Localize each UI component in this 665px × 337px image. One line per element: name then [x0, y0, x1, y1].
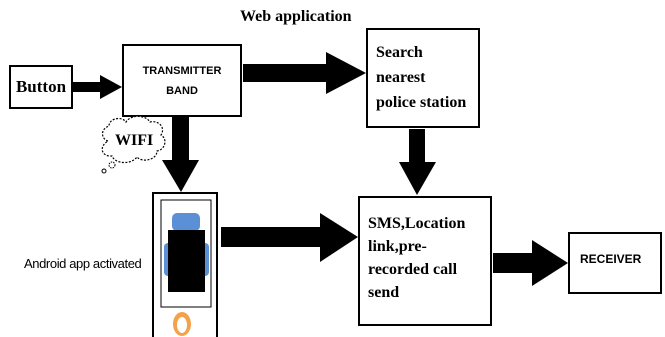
sms-location-call-node: SMS,Location link,pre- recorded call sen…: [358, 196, 492, 326]
cloud-icon: [101, 115, 166, 174]
arrow-down-icon: [399, 129, 436, 195]
arrow-down-icon: [162, 117, 199, 192]
phone-icon: [152, 192, 218, 337]
button-node-label: Button: [15, 77, 67, 96]
transmitter-band-node: TRANSMITTER BAND: [122, 44, 242, 117]
sms-line3: recorded call: [368, 261, 458, 278]
arrow-right-icon: [221, 213, 358, 262]
sms-line2: link,pre-: [368, 238, 427, 255]
button-node: Button: [9, 65, 73, 109]
receiver-label: RECEIVER: [580, 252, 642, 266]
web-application-label: Web application: [240, 8, 352, 25]
arrow-right-icon: [73, 75, 122, 99]
search-line3: police station: [376, 94, 467, 111]
receiver-node: RECEIVER: [568, 232, 662, 294]
wifi-label: WIFI: [115, 132, 154, 149]
transmitter-line1: TRANSMITTER: [142, 64, 222, 77]
search-line2: nearest: [376, 69, 426, 86]
search-police-station-node: Search nearest police station: [366, 28, 480, 128]
search-line1: Search: [376, 44, 423, 61]
arrow-right-icon: [493, 240, 568, 286]
transmitter-line2: BAND: [166, 84, 198, 97]
android-app-label: Android app activated: [24, 256, 142, 271]
arrow-right-icon: [243, 52, 366, 94]
sms-line1: SMS,Location: [368, 215, 466, 232]
sms-line4: send: [368, 284, 400, 301]
